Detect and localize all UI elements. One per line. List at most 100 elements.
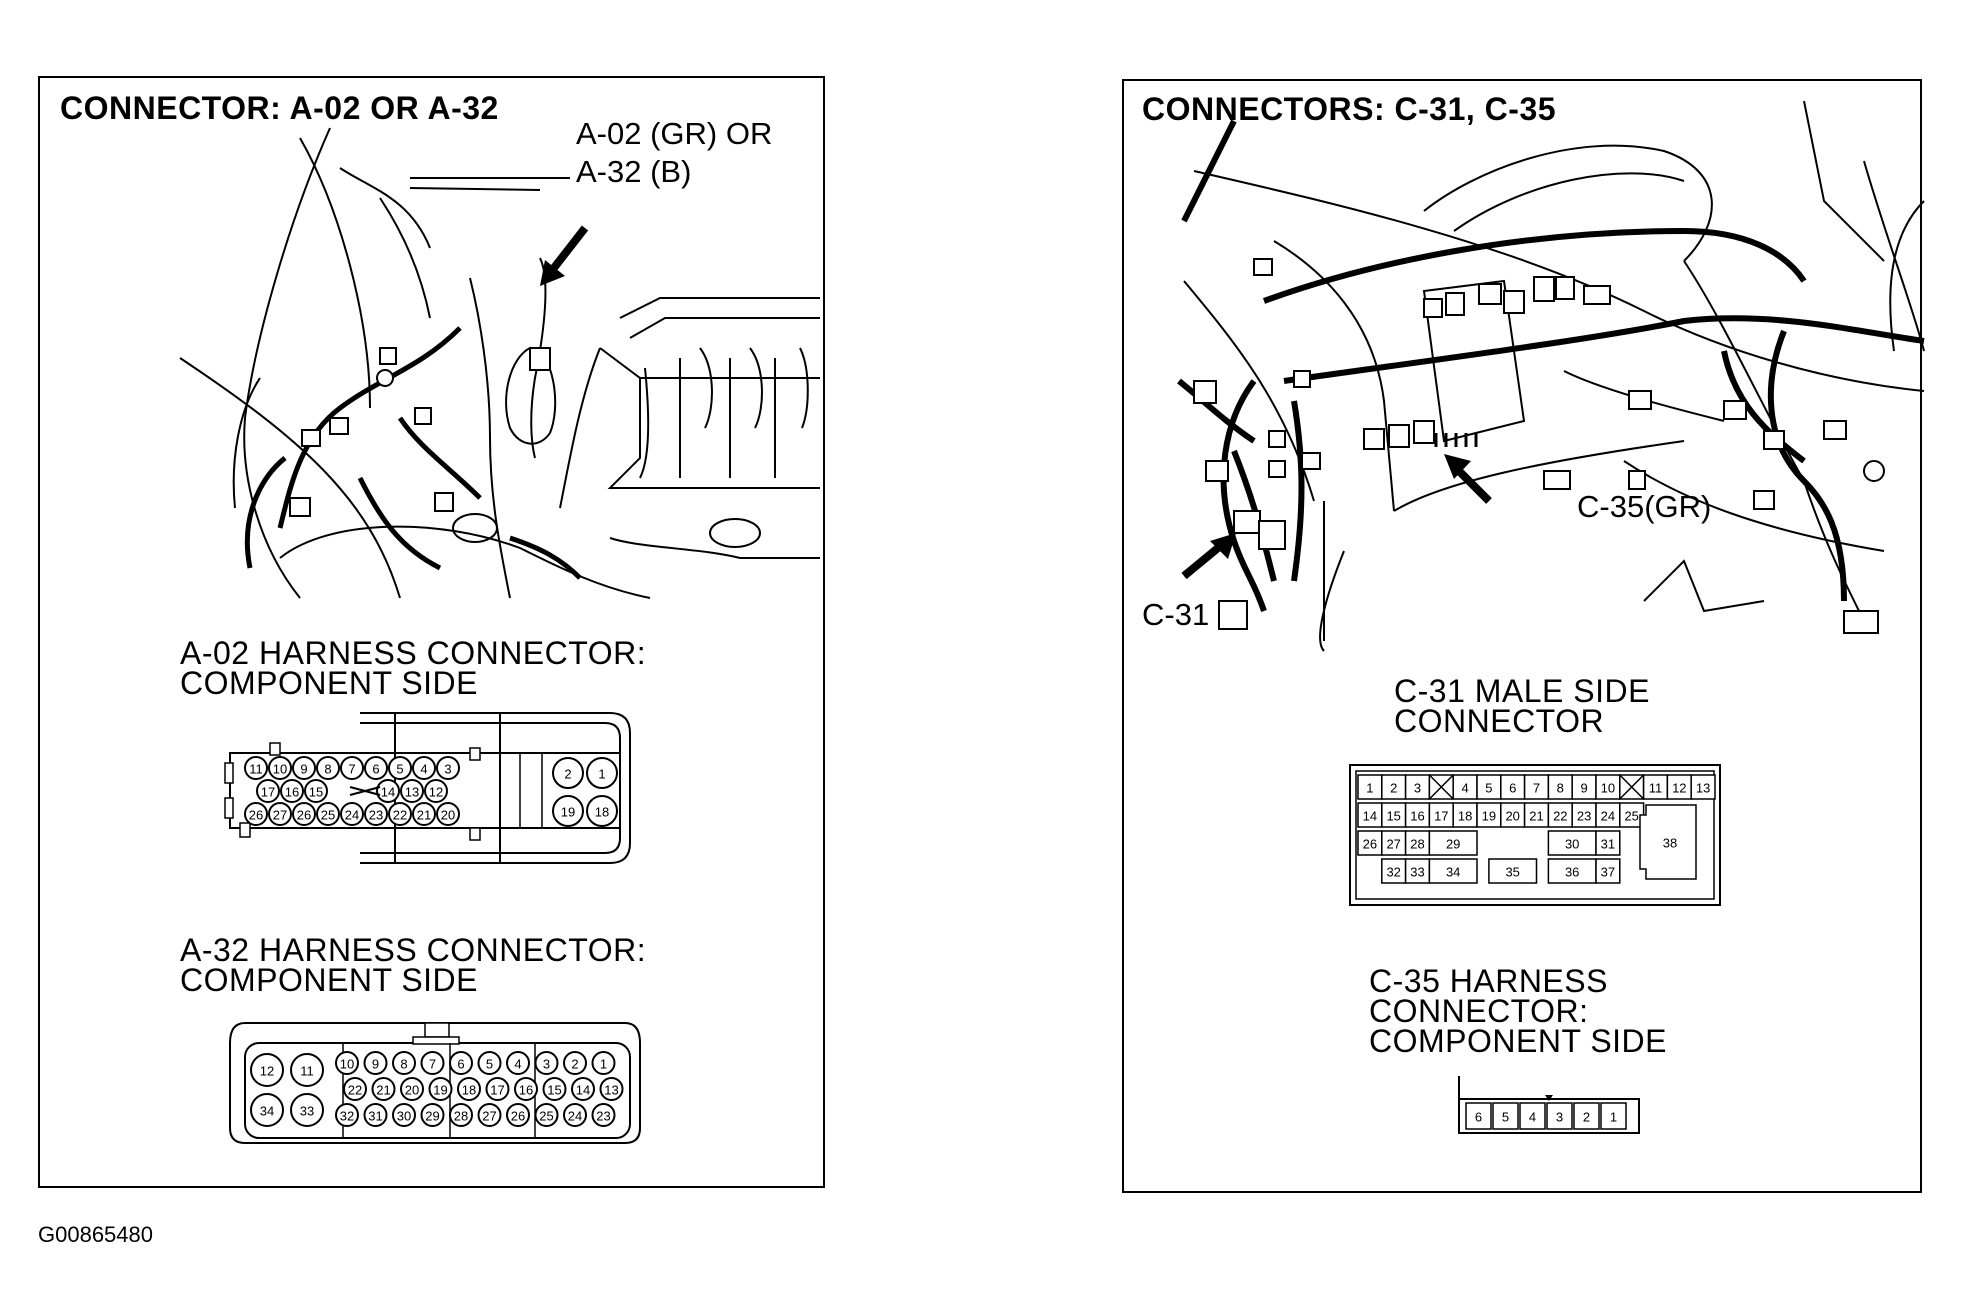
pin: 9 xyxy=(292,756,316,780)
pin-label: 6 xyxy=(1509,781,1516,796)
right-panel-title: CONNECTORS: C-31, C-35 xyxy=(1142,91,1557,127)
pin-circle xyxy=(304,779,328,803)
pin: 29 xyxy=(1428,830,1478,856)
pin-circle xyxy=(292,802,316,826)
pin: 17 xyxy=(256,779,280,803)
pin: 34 xyxy=(250,1093,284,1127)
pin-circle xyxy=(388,756,412,780)
pin: 2 xyxy=(563,1051,587,1075)
pin-label: 12 xyxy=(1672,781,1686,796)
pin: 33 xyxy=(290,1093,324,1127)
pin: 21 xyxy=(412,802,436,826)
pin-label: 16 xyxy=(285,785,299,800)
pin-circle xyxy=(591,1051,616,1075)
pin: 21 xyxy=(371,1077,396,1101)
blank-pin-cross xyxy=(1619,774,1645,800)
pin-circle xyxy=(552,757,584,789)
pin: 8 xyxy=(316,756,340,780)
a02-connector-label: A-02 HARNESS CONNECTOR: COMPONENT SIDE xyxy=(180,635,647,701)
connector-key xyxy=(412,1036,460,1045)
connector-divider xyxy=(519,752,543,829)
pin-circle xyxy=(506,1051,530,1075)
pin-box xyxy=(1595,858,1621,884)
pin: 26 xyxy=(292,802,316,826)
pin-label: 22 xyxy=(1553,809,1567,824)
pin-label: 19 xyxy=(561,805,575,820)
pin-circle xyxy=(506,1103,530,1127)
pin-circle xyxy=(477,1103,502,1127)
pin-label: 1 xyxy=(600,1057,607,1072)
pin-circle xyxy=(376,779,400,803)
pin-circle xyxy=(412,802,436,826)
pin: 22 xyxy=(343,1077,367,1101)
pin-circle xyxy=(392,1051,416,1075)
pin-label: 16 xyxy=(519,1083,533,1098)
pin-label: 2 xyxy=(1583,1110,1590,1125)
pin: 30 xyxy=(1547,830,1597,856)
pin-label: 28 xyxy=(1410,837,1424,852)
pin: 27 xyxy=(1381,830,1407,856)
pin-box xyxy=(1519,1102,1546,1130)
pin-label: 24 xyxy=(568,1109,582,1124)
pin-label: 3 xyxy=(1414,781,1421,796)
pin-label: 6 xyxy=(372,762,379,777)
pin: 1 xyxy=(586,757,618,789)
pin-label: 5 xyxy=(486,1057,493,1072)
left-panel: CONNECTOR: A-02 OR A-32 xyxy=(38,76,825,1188)
pin-circle xyxy=(292,756,316,780)
pin: 10 xyxy=(268,756,292,780)
pin-label: 20 xyxy=(405,1083,419,1098)
pin: 1 xyxy=(1600,1102,1627,1130)
pin: 13 xyxy=(400,779,424,803)
pin-label: 1 xyxy=(598,767,605,782)
pin-label: 35 xyxy=(1505,865,1519,880)
pin-label: 5 xyxy=(1485,781,1492,796)
pin: 26 xyxy=(506,1103,530,1127)
pin-label: 15 xyxy=(309,785,323,800)
pin-box xyxy=(1639,804,1697,880)
pin-label: 2 xyxy=(564,767,571,782)
pin: 4 xyxy=(1452,774,1478,800)
pin-label: 19 xyxy=(433,1083,447,1098)
pin-label: 22 xyxy=(348,1083,362,1098)
pin-circle xyxy=(552,795,584,827)
a32-connector-label: A-32 HARNESS CONNECTOR: COMPONENT SIDE xyxy=(180,932,647,998)
pin-label: 4 xyxy=(1529,1110,1536,1125)
pin-circle xyxy=(428,1077,453,1101)
pin: 17 xyxy=(1428,802,1454,828)
pin-label: 29 xyxy=(425,1109,439,1124)
connector-body xyxy=(1355,770,1715,900)
pin-circle xyxy=(363,1103,388,1127)
pin: 14 xyxy=(1357,802,1383,828)
c31-callout: C-31 xyxy=(1142,597,1210,632)
pin: 32 xyxy=(335,1103,359,1127)
pin: 12 xyxy=(1666,774,1692,800)
pin: 2 xyxy=(1381,774,1407,800)
pin-label: 3 xyxy=(1556,1110,1563,1125)
pin-label: 25 xyxy=(539,1109,553,1124)
pin-circle xyxy=(280,779,304,803)
pin-label: 18 xyxy=(462,1083,476,1098)
pin xyxy=(1428,774,1454,800)
pin-label: 10 xyxy=(340,1057,354,1072)
pin-box xyxy=(1690,774,1716,800)
pin-label: 1 xyxy=(1610,1110,1617,1125)
connector-housing xyxy=(360,712,631,864)
pin-box xyxy=(1546,1102,1573,1130)
pin-label: 27 xyxy=(1386,837,1400,852)
pin-circle xyxy=(563,1103,587,1127)
pin-circle xyxy=(534,1103,559,1127)
pin-label: 6 xyxy=(1475,1110,1482,1125)
pin: 14 xyxy=(571,1077,595,1101)
pin-label: 27 xyxy=(482,1109,496,1124)
pin-circle xyxy=(316,756,340,780)
connector-key xyxy=(424,1022,450,1038)
connector-housing xyxy=(229,1022,641,1144)
pin: 29 xyxy=(420,1103,445,1127)
pin-label: 9 xyxy=(1580,781,1587,796)
pin: 33 xyxy=(1404,858,1431,884)
pin: 3 xyxy=(534,1051,559,1075)
pin: 9 xyxy=(1571,774,1597,800)
